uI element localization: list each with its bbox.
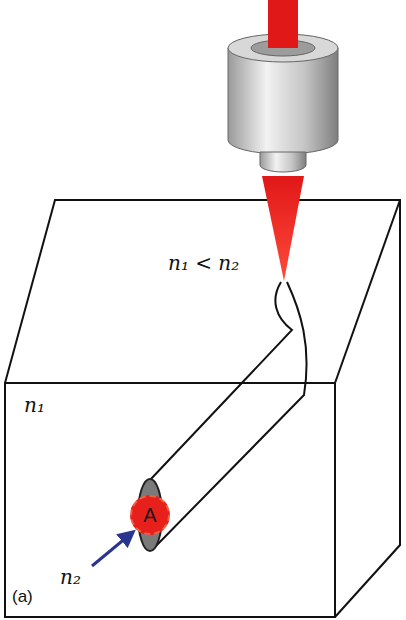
node-label: A <box>143 505 156 525</box>
waveguide-index: n₂ <box>60 566 81 588</box>
laser-rod <box>268 0 298 50</box>
substrate-index: n₁ <box>24 394 45 416</box>
cube-front-face <box>5 383 335 617</box>
waveguide <box>150 282 307 550</box>
waveguide-edge <box>152 282 307 550</box>
cube-edge <box>335 200 400 383</box>
waveguide-edge <box>150 282 292 480</box>
refractive-index-relation: n₁ < n₂ <box>168 252 239 274</box>
laser-beam <box>262 176 304 281</box>
leader-arrow <box>92 532 133 566</box>
objective <box>228 0 338 172</box>
cube-back-edges <box>5 200 400 617</box>
focal-spot: A <box>130 495 170 535</box>
cube <box>5 200 400 617</box>
panel-letter: (a) <box>12 588 33 607</box>
